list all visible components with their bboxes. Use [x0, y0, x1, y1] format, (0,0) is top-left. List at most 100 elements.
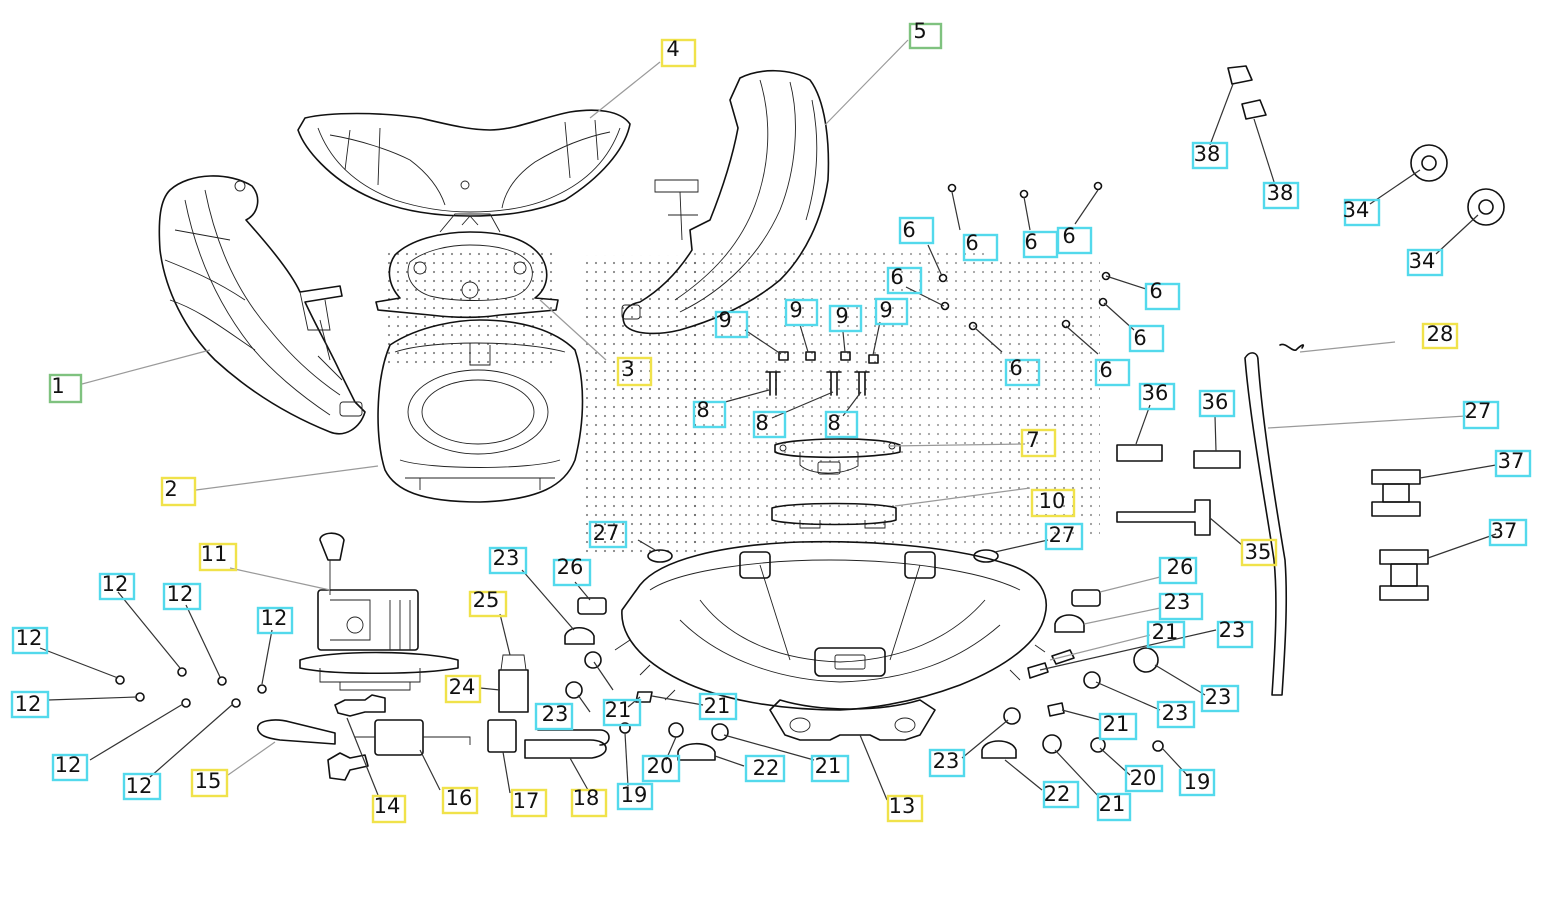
callout-number: 17	[513, 789, 540, 813]
callout-labels: 1 2 3 4 5 6 6 6 6 6 6 6 6 6 6 7 8 8 8 9 …	[10, 19, 1532, 824]
callout-12a[interactable]: 12	[98, 572, 136, 601]
callout-9a[interactable]: 9	[714, 308, 749, 339]
callout-21e[interactable]: 21	[1098, 712, 1138, 741]
callout-24[interactable]: 24	[444, 674, 482, 704]
part-right-side-hardware	[1116, 65, 1505, 696]
callout-9c[interactable]: 9	[828, 304, 863, 333]
callout-6i[interactable]: 6	[1094, 358, 1131, 387]
callout-23b[interactable]: 23	[534, 702, 574, 731]
callout-6h[interactable]: 6	[1004, 356, 1041, 387]
leader-lines	[39, 39, 1497, 801]
callout-8a[interactable]: 8	[692, 398, 727, 429]
callout-2[interactable]: 2	[160, 476, 197, 507]
callout-37b[interactable]: 37	[1488, 518, 1528, 547]
part-fuel-line-components	[257, 654, 610, 781]
callout-19a[interactable]: 19	[616, 782, 654, 811]
callout-box	[1178, 768, 1216, 797]
callout-38a[interactable]: 38	[1191, 141, 1229, 170]
callout-36a[interactable]: 36	[1138, 381, 1176, 411]
callout-9b[interactable]: 9	[784, 298, 819, 327]
callout-9d[interactable]: 9	[874, 297, 909, 326]
callout-22a[interactable]: 22	[744, 754, 786, 783]
callout-12b[interactable]: 12	[162, 582, 202, 611]
callout-1[interactable]: 1	[48, 373, 83, 404]
callout-35[interactable]: 35	[1240, 538, 1278, 567]
callout-20a[interactable]: 20	[641, 754, 681, 783]
callout-box	[1216, 620, 1254, 649]
callout-6c[interactable]: 6	[1022, 230, 1059, 259]
callout-34a[interactable]: 34	[1343, 198, 1381, 227]
callout-26a[interactable]: 26	[552, 555, 592, 587]
callout-14[interactable]: 14	[371, 794, 407, 824]
callout-23d[interactable]: 23	[1158, 590, 1204, 621]
callout-box	[510, 788, 548, 818]
callout-23e[interactable]: 23	[1216, 618, 1254, 649]
callout-number: 36	[1142, 381, 1169, 405]
callout-17[interactable]: 17	[510, 788, 548, 818]
callout-12c[interactable]: 12	[256, 606, 294, 635]
callout-18[interactable]: 18	[570, 786, 608, 818]
callout-6e[interactable]: 6	[886, 265, 923, 295]
part-small-hardware	[564, 549, 1164, 761]
callout-36b[interactable]: 36	[1198, 389, 1236, 418]
callout-box	[1042, 780, 1080, 809]
callout-15[interactable]: 15	[190, 768, 229, 798]
callout-21c[interactable]: 21	[810, 754, 850, 783]
callout-23g[interactable]: 23	[1156, 700, 1196, 729]
callout-box	[160, 476, 197, 507]
callout-number: 34	[1343, 198, 1370, 222]
callout-21b[interactable]: 21	[698, 692, 738, 721]
callout-number: 23	[1162, 701, 1189, 725]
callout-16[interactable]: 16	[441, 786, 479, 815]
callout-box	[898, 216, 935, 245]
callout-11[interactable]: 11	[198, 542, 238, 572]
callout-8c[interactable]: 8	[824, 410, 859, 439]
callout-6d[interactable]: 6	[1056, 224, 1093, 255]
callout-27b[interactable]: 27	[1044, 522, 1084, 551]
callout-12e[interactable]: 12	[10, 690, 50, 719]
callout-28[interactable]: 28	[1421, 322, 1459, 350]
callout-12g[interactable]: 12	[122, 772, 162, 801]
callout-21f[interactable]: 21	[1096, 792, 1132, 822]
callout-27a[interactable]: 27	[588, 520, 628, 549]
callout-6g[interactable]: 6	[1128, 324, 1165, 353]
callout-21a[interactable]: 21	[602, 698, 642, 727]
callout-10[interactable]: 10	[1030, 488, 1076, 518]
callout-26b[interactable]: 26	[1158, 555, 1198, 585]
callout-13[interactable]: 13	[886, 794, 924, 823]
callout-19b[interactable]: 19	[1178, 768, 1216, 797]
callout-6b[interactable]: 6	[962, 231, 999, 262]
callout-box	[1488, 518, 1528, 547]
callout-38b[interactable]: 38	[1262, 181, 1300, 210]
callout-23c[interactable]: 23	[928, 748, 966, 778]
callout-8b[interactable]: 8	[752, 410, 787, 439]
callout-34b[interactable]: 34	[1406, 248, 1444, 277]
callout-number: 9	[789, 298, 802, 322]
callout-25[interactable]: 25	[468, 588, 508, 618]
callout-37a[interactable]: 37	[1494, 449, 1532, 478]
callout-box	[588, 520, 628, 549]
callout-box	[744, 754, 786, 783]
callout-number: 28	[1427, 322, 1454, 346]
callout-box	[824, 410, 859, 439]
callout-number: 4	[666, 37, 679, 61]
callout-23f[interactable]: 23	[1200, 684, 1240, 713]
callout-number: 12	[16, 626, 43, 650]
callout-27c[interactable]: 27	[1462, 399, 1500, 430]
callout-5[interactable]: 5	[908, 19, 943, 50]
callout-20b[interactable]: 20	[1124, 764, 1164, 793]
callout-number: 12	[126, 774, 153, 798]
callout-4[interactable]: 4	[660, 37, 697, 68]
callout-6a[interactable]: 6	[898, 216, 935, 245]
callout-7[interactable]: 7	[1020, 428, 1057, 458]
callout-3[interactable]: 3	[616, 356, 653, 387]
callout-23a[interactable]: 23	[488, 546, 528, 575]
callout-number: 6	[1133, 326, 1146, 350]
callout-12d[interactable]: 12	[11, 626, 49, 655]
callout-6f[interactable]: 6	[1144, 279, 1181, 311]
callout-22b[interactable]: 22	[1042, 780, 1080, 809]
callout-number: 8	[755, 411, 768, 435]
callout-box	[570, 788, 608, 818]
callout-21d[interactable]: 21	[1146, 620, 1186, 649]
callout-12f[interactable]: 12	[51, 753, 89, 782]
